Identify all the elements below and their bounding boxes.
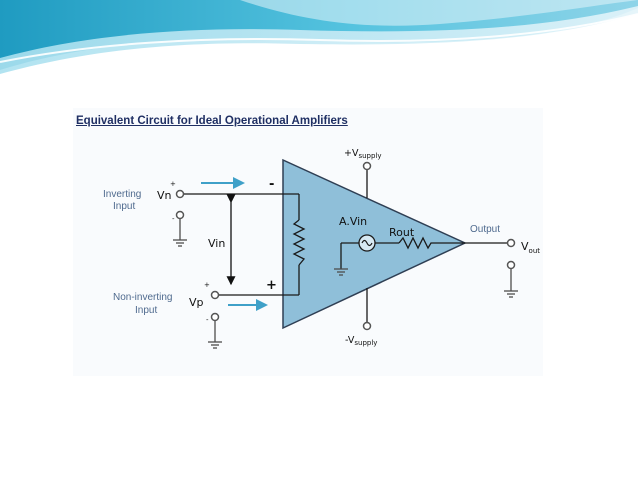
inverting-ground-terminal [175,210,185,220]
internal-ground-icon [334,268,348,276]
vn-minus-sign: - [172,215,175,223]
supply-pos-terminal [362,161,372,171]
non-inverting-input-label-line1: Non-inverting [113,292,172,303]
header-wave [0,0,638,74]
inverting-input-label-line1: Inverting [103,189,141,200]
vp-minus-sign: - [206,316,209,324]
vp-label: Vp [189,296,204,309]
non-inverting-input-label-line2: Input [135,305,157,316]
output-resistor [398,236,465,250]
non-inverting-sign: + [266,278,277,293]
vn-label: Vn [157,189,172,202]
non-inverting-ground-icon [208,341,222,349]
output-ground-terminal [506,260,516,270]
circuit-figure: Equivalent Circuit for Ideal Operational… [73,108,543,376]
vout-label: Vout [521,240,540,255]
supply-pos-label: +Vsupply [344,148,382,160]
source-sine-icon [361,239,373,247]
gain-source-label: A.Vin [339,215,367,228]
opamp-circuit-diagram: +Vsupply -Vsupply Vin - + [103,148,540,349]
supply-neg-label: -Vsupply [345,335,377,347]
inverting-sign: - [269,177,274,192]
vin-label: Vin [208,237,225,250]
supply-neg-terminal [362,321,372,331]
non-inverting-terminal [210,290,220,300]
output-terminal [506,238,516,248]
inverting-input-label-line2: Input [113,201,135,212]
inverting-ground-icon [173,239,187,247]
input-resistor [292,219,306,266]
rout-label: Rout [389,226,415,239]
output-label: Output [470,224,500,235]
figure-title: Equivalent Circuit for Ideal Operational… [76,115,348,127]
output-ground-icon [504,290,518,298]
vp-plus-sign: + [204,281,210,289]
inverting-terminal [175,189,185,199]
non-inverting-ground-terminal [210,312,220,322]
vn-plus-sign: + [170,180,176,188]
